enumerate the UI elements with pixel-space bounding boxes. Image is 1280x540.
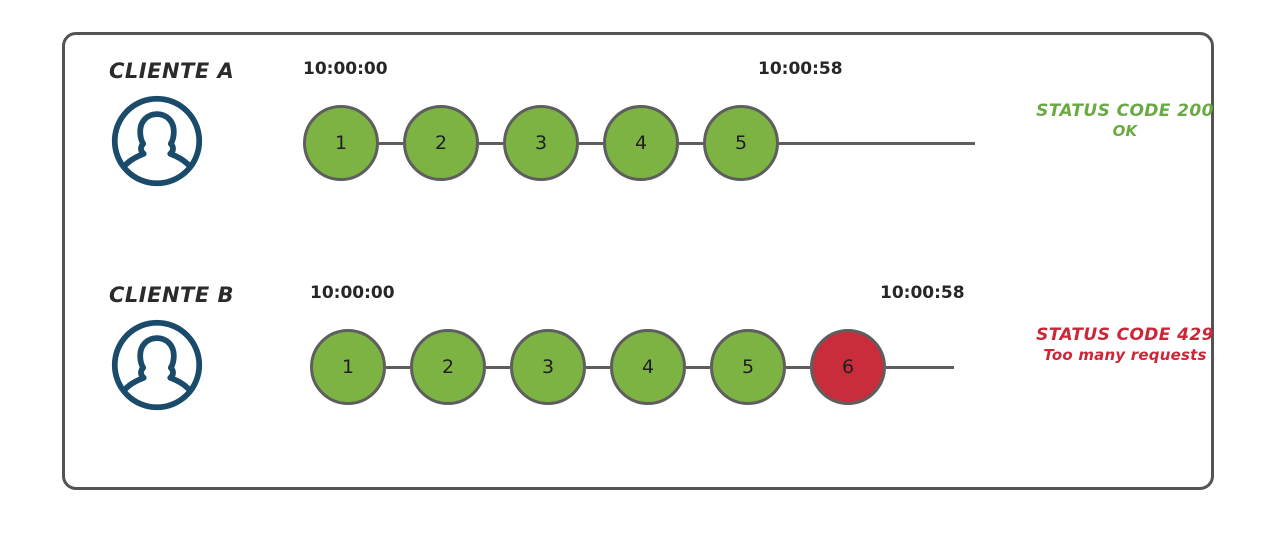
status-code-b: STATUS CODE 429 xyxy=(1036,325,1214,345)
timestamp-end-a: 10:00:58 xyxy=(758,59,843,79)
status-code-a: STATUS CODE 200 xyxy=(1036,101,1214,121)
client-label-a: CLIENTE A xyxy=(109,59,235,83)
connector-line xyxy=(686,365,710,369)
avatar-a xyxy=(105,93,295,193)
connector-line-tail xyxy=(886,365,954,369)
connector-line xyxy=(679,141,703,145)
status-detail-a: OK xyxy=(1112,122,1138,141)
connector-line xyxy=(379,141,403,145)
client-label-b: CLIENTE B xyxy=(109,283,235,307)
connector-line xyxy=(479,141,503,145)
request-chain-b: 1 2 3 4 5 6 xyxy=(310,329,954,405)
connector-line xyxy=(486,365,510,369)
client-identity-block-a: CLIENTE A xyxy=(105,59,295,193)
connector-line xyxy=(786,365,810,369)
connector-line xyxy=(579,141,603,145)
request-node[interactable]: 1 xyxy=(303,105,379,181)
request-node[interactable]: 2 xyxy=(403,105,479,181)
client-row-b: CLIENTE B 10:00:00 10:00:58 1 2 3 4 5 6 xyxy=(65,283,1213,483)
request-node[interactable]: 5 xyxy=(710,329,786,405)
avatar-b xyxy=(105,317,295,417)
timestamp-start-b: 10:00:00 xyxy=(310,283,395,303)
diagram-frame: CLIENTE A 10:00:00 10:00:58 1 2 3 4 5 xyxy=(62,32,1214,490)
client-identity-block-b: CLIENTE B xyxy=(105,283,295,417)
connector-line-tail xyxy=(779,141,975,145)
status-block-b: STATUS CODE 429 Too many requests xyxy=(1020,325,1230,365)
connector-line xyxy=(386,365,410,369)
timestamp-start-a: 10:00:00 xyxy=(303,59,388,79)
request-node[interactable]: 2 xyxy=(410,329,486,405)
request-node[interactable]: 1 xyxy=(310,329,386,405)
request-node[interactable]: 3 xyxy=(510,329,586,405)
request-chain-a: 1 2 3 4 5 xyxy=(303,105,975,181)
status-detail-b: Too many requests xyxy=(1043,346,1207,365)
request-node-rejected[interactable]: 6 xyxy=(810,329,886,405)
request-node[interactable]: 5 xyxy=(703,105,779,181)
request-node[interactable]: 3 xyxy=(503,105,579,181)
status-block-a: STATUS CODE 200 OK xyxy=(1020,101,1230,141)
request-node[interactable]: 4 xyxy=(603,105,679,181)
timestamp-end-b: 10:00:58 xyxy=(880,283,965,303)
request-node[interactable]: 4 xyxy=(610,329,686,405)
client-row-a: CLIENTE A 10:00:00 10:00:58 1 2 3 4 5 xyxy=(65,59,1213,259)
connector-line xyxy=(586,365,610,369)
